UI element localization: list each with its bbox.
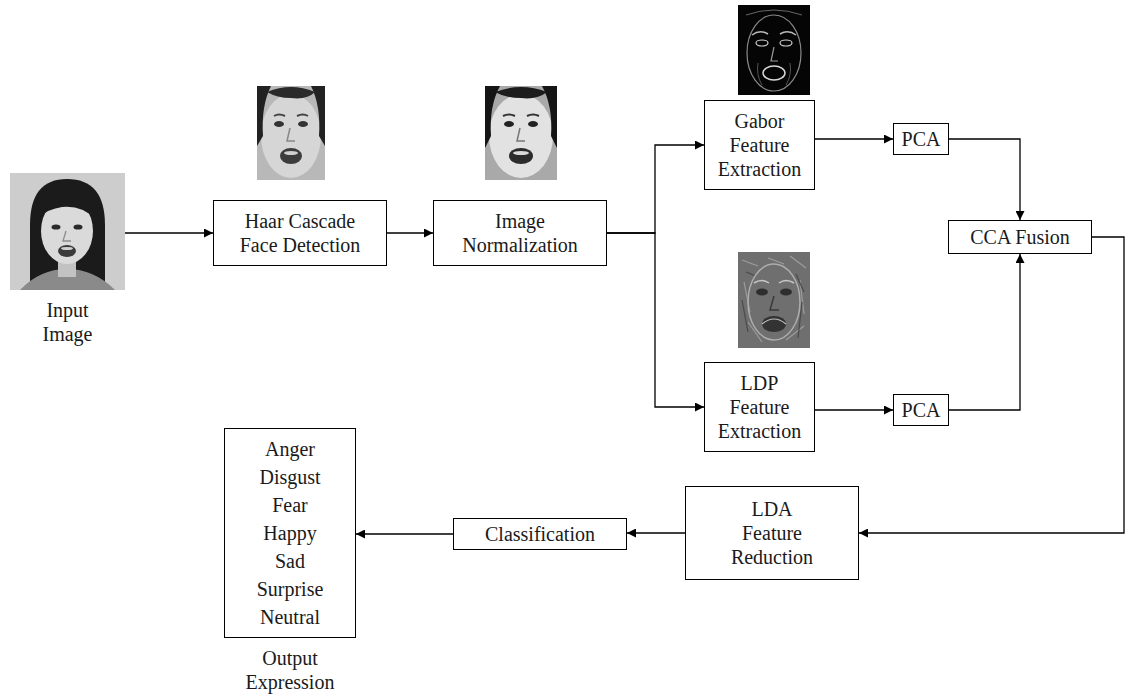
box-label: Classification [485, 522, 595, 546]
connector-arrow [607, 233, 704, 407]
connector-arrow [859, 237, 1124, 533]
process-box: LDP Feature Extraction [704, 362, 815, 452]
connector-arrow [815, 409, 893, 410]
expression-label: Happy [263, 519, 316, 547]
process-box: Haar Cascade Face Detection [213, 200, 387, 266]
expression-label: Surprise [257, 575, 324, 603]
box-label: LDA Feature Reduction [726, 497, 818, 569]
box-label: CCA Fusion [970, 225, 1069, 249]
connector-arrow [815, 138, 893, 139]
process-box: Classification [453, 518, 627, 550]
box-label: Image Normalization [448, 209, 592, 257]
connector-arrow [356, 533, 453, 534]
output-list-box: AngerDisgustFearHappySadSurpriseNeutral [224, 428, 356, 638]
detected-face-thumb [257, 86, 325, 180]
expression-label: Fear [272, 491, 308, 519]
caption: Input Image [28, 298, 108, 346]
box-label: PCA [902, 127, 941, 151]
caption: Output Expression [224, 646, 356, 694]
output-box: AngerDisgustFearHappySadSurpriseNeutralO… [224, 428, 356, 694]
process-box: Image Normalization [433, 200, 607, 266]
connector-arrow [949, 254, 1020, 410]
ldp-response-thumb [738, 252, 810, 348]
expression-label: Disgust [259, 463, 320, 491]
process-box: CCA Fusion [948, 220, 1092, 254]
connector-arrow [607, 145, 704, 233]
box-label: Haar Cascade Face Detection [228, 209, 372, 257]
connector-arrow [949, 139, 1020, 220]
expression-label: Anger [265, 435, 315, 463]
box-label: PCA [902, 398, 941, 422]
normalized-face-thumb [485, 86, 557, 180]
process-box: Gabor Feature Extraction [704, 100, 815, 190]
expression-label: Sad [275, 547, 305, 575]
expression-label: Neutral [260, 603, 320, 631]
gabor-response-thumb [738, 5, 810, 95]
connector-arrow [125, 232, 213, 233]
process-box: PCA [893, 123, 949, 155]
process-box: LDA Feature Reduction [685, 486, 859, 580]
box-label: LDP Feature Extraction [713, 371, 806, 443]
face-photo [10, 173, 125, 290]
input-image: Input Image [10, 173, 125, 346]
box-label: Gabor Feature Extraction [713, 109, 806, 181]
process-box: PCA [893, 394, 949, 426]
connector-arrow [387, 232, 433, 233]
connector-arrow [627, 532, 685, 533]
